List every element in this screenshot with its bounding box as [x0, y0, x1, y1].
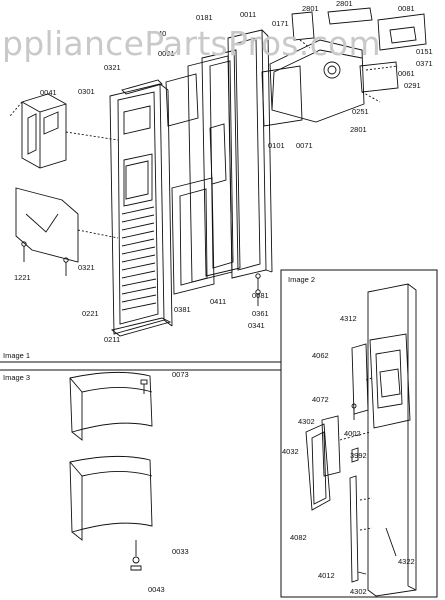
callout-0011: 0011 [240, 10, 256, 19]
part-0033-cover [69, 455, 153, 533]
part-4072-panel [321, 415, 341, 477]
part-0321-bracket [15, 187, 79, 276]
part-0041-housing [21, 93, 67, 169]
callout-4002: 4002 [344, 429, 361, 438]
part-0411-frame [201, 49, 241, 277]
callout-0081-b: 0081 [252, 291, 269, 300]
part-4002-screw [351, 403, 357, 420]
callout-0361: 0361 [252, 309, 269, 318]
callout-4322: 4322 [398, 557, 415, 566]
callout-0371: 0371 [416, 59, 433, 68]
callout-3992: 3992 [350, 451, 367, 460]
part-0221-door-liner [109, 83, 173, 335]
door-shelf-ribs [121, 206, 157, 311]
part-0073-screw [140, 379, 148, 394]
panel-frames [0, 269, 438, 598]
callout-0061: 0061 [398, 69, 415, 78]
panel-label-image2: Image 2 [288, 275, 315, 284]
callout-1221: 1221 [14, 273, 31, 282]
part-0043-screw [130, 540, 142, 571]
part-0073-cover [69, 371, 153, 433]
part-0101-strip [209, 123, 227, 185]
callout-0381: 0381 [174, 305, 191, 314]
callout-0171: 0171 [272, 19, 289, 28]
callout-4312: 4312 [340, 314, 357, 323]
callout-0181: 0181 [196, 13, 213, 22]
callout-0081: 0081 [398, 4, 415, 13]
part-0321-gasket [121, 79, 163, 95]
image1-drawing [9, 7, 427, 337]
part-0081-control [377, 13, 427, 51]
part-2801-small-block [291, 11, 315, 41]
callout-0041: 0041 [40, 88, 57, 97]
callout-0071: 0071 [296, 141, 313, 150]
callout-0043: 0043 [148, 585, 165, 594]
callouts-image2: 4312 4062 4072 4302 4032 4002 3992 4082 … [282, 314, 415, 596]
panel-label-image1: Image 1 [3, 351, 30, 360]
callout-4032: 4032 [282, 447, 299, 456]
callout-2801-c: 2801 [350, 125, 367, 134]
part-0381-panel [171, 177, 215, 295]
callout-0341: 0341 [248, 321, 265, 330]
callout-40: 40 [158, 29, 166, 38]
callout-4302-a: 4302 [298, 417, 315, 426]
callout-2801-a: 2801 [302, 4, 319, 13]
top-module [261, 7, 427, 127]
callouts-image1: 0181 0011 2801 2801 0081 40 0091 0171 03… [14, 0, 433, 344]
callout-0091: 0091 [158, 49, 175, 58]
part-0361-screws [255, 273, 261, 306]
callout-0151: 0151 [416, 47, 433, 56]
callout-0101: 0101 [268, 141, 285, 150]
leader-lines-4302-4322 [357, 527, 397, 575]
callout-4062: 4062 [312, 351, 329, 360]
callout-0221: 0221 [82, 309, 99, 318]
image3-drawing [69, 371, 153, 571]
leader-lines-image2 [339, 377, 373, 531]
leader-lines-top [299, 39, 399, 103]
callout-0251: 0251 [352, 107, 369, 116]
callout-4012: 4012 [318, 571, 335, 580]
callouts-image3: 0073 0033 0043 [148, 370, 189, 594]
part-4012-strip [349, 475, 359, 583]
part-2801-top-bar [327, 7, 373, 25]
part-0211-trim [110, 317, 172, 337]
callout-0073: 0073 [172, 370, 189, 379]
callout-4082: 4082 [290, 533, 307, 542]
part-0091-panel [165, 73, 199, 127]
part-4032-bracket [305, 423, 331, 511]
part-3992-clip [351, 447, 359, 463]
callout-4302-b: 4302 [350, 587, 367, 596]
callout-2801-b: 2801 [336, 0, 353, 8]
image2-frame [280, 269, 438, 598]
part-0071-cover [261, 65, 303, 127]
callout-0211: 0211 [104, 335, 120, 344]
callout-0321-a: 0321 [104, 63, 121, 72]
leader-lines-left [9, 101, 119, 239]
part-4062-trim [351, 343, 369, 415]
panel-label-image3: Image 3 [3, 373, 30, 382]
image2-drawing [305, 283, 417, 597]
callout-0291: 0291 [404, 81, 421, 90]
callout-4072: 4072 [312, 395, 329, 404]
callout-0321-b: 0321 [78, 263, 95, 272]
callout-0033: 0033 [172, 547, 189, 556]
callout-0411: 0411 [210, 297, 226, 306]
part-4312-dispenser-housing [369, 333, 411, 429]
callout-0301: 0301 [78, 87, 95, 96]
